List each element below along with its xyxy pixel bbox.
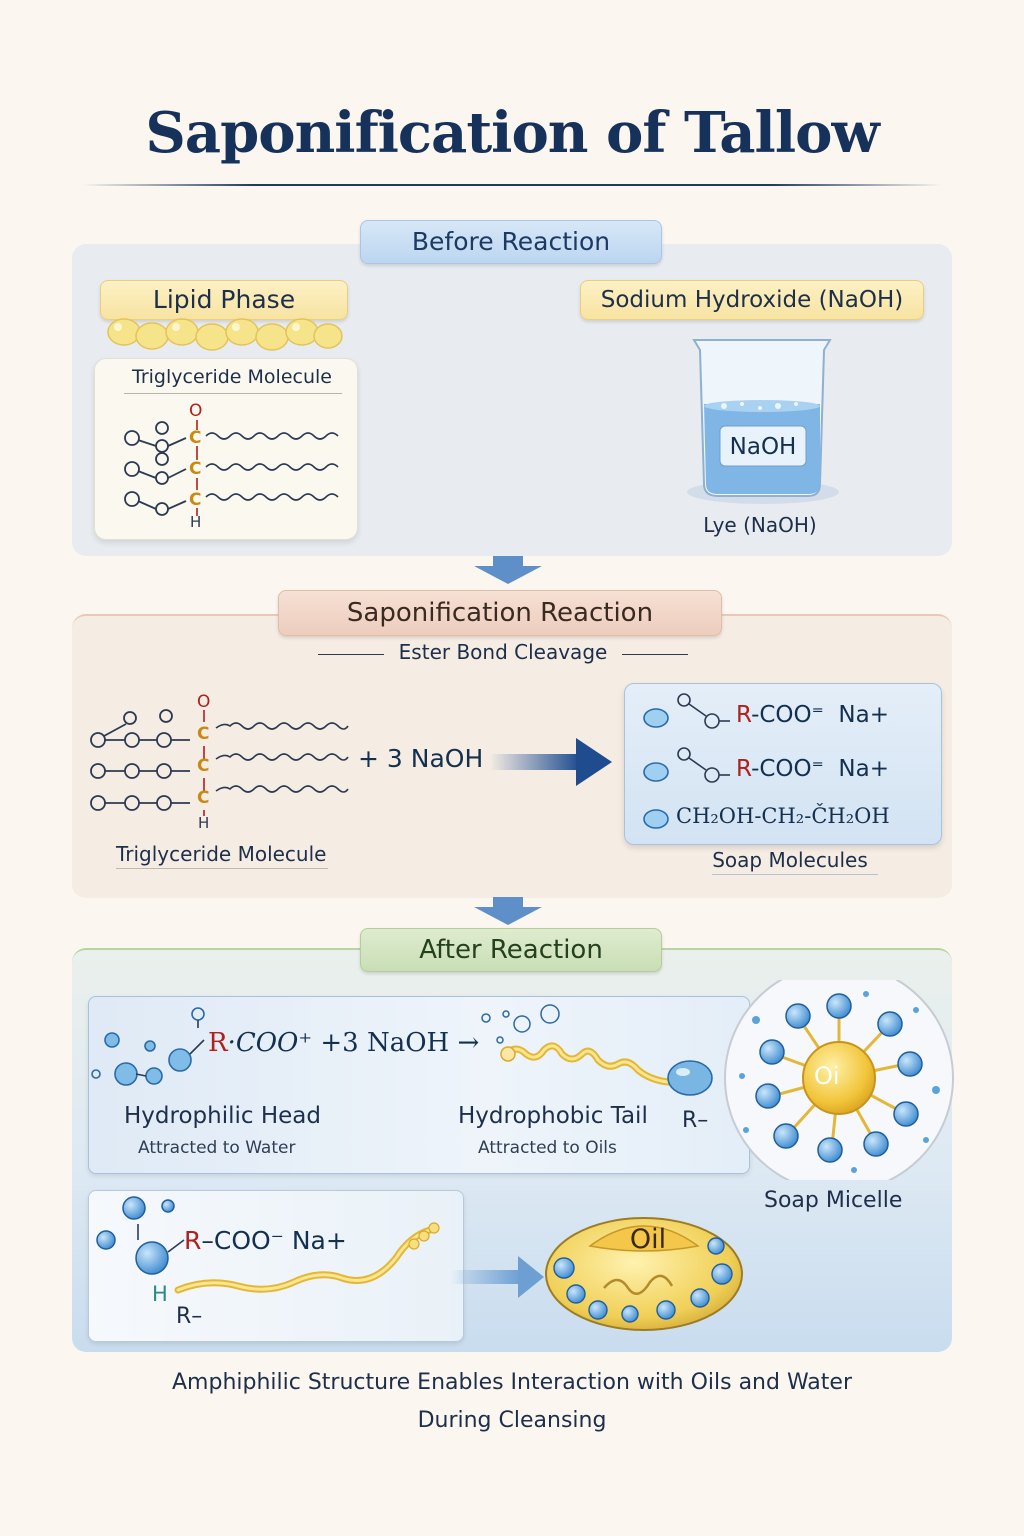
soap-molecule-formula: R–COO⁻ Na+ <box>184 1226 347 1255</box>
product-line-1: R-COO⁼ Na+ <box>736 702 889 728</box>
soap-molecules-underline <box>712 874 878 875</box>
reactant-naoh: + 3 NaOH <box>358 744 484 773</box>
flow-arrow-1-stem <box>493 556 523 566</box>
subheader-rule-left <box>318 654 384 655</box>
triglyceride-label-reaction: Triglyceride Molecule <box>116 842 327 866</box>
beaker-label: NaOH <box>729 434 797 460</box>
glycerol-line: CH₂OH-CH₂-ČH₂OH <box>676 804 890 828</box>
triglyceride-reaction-underline <box>116 868 328 869</box>
r-group-label-lower: R– <box>176 1304 203 1329</box>
caption-line-1: Amphiphilic Structure Enables Interactio… <box>172 1370 852 1395</box>
soap-micelle-graphic <box>724 980 954 1180</box>
hydrophobic-tail-graphic <box>481 1004 713 1096</box>
atom-o-before: O <box>189 401 203 421</box>
atom-o-reaction: O <box>197 692 211 712</box>
triglyceride-card <box>94 358 358 540</box>
hydrophilic-head-graphic <box>91 1007 205 1086</box>
reaction-header: Saponification Reaction <box>278 590 722 636</box>
triglyceride-structure-reaction <box>90 709 349 816</box>
flow-arrow-1 <box>474 566 542 584</box>
after-equation-r: R <box>208 1028 228 1058</box>
soap-molecules-label: Soap Molecules <box>712 848 868 872</box>
subheader-rule-right <box>622 654 688 655</box>
naoh-label: Sodium Hydroxide (NaOH) <box>580 280 924 320</box>
atom-c3-before: C <box>189 490 202 510</box>
amphiphile-card <box>88 996 750 1174</box>
flow-arrow-2-stem <box>493 897 523 907</box>
triglyceride-label-before: Triglyceride Molecule <box>132 366 332 388</box>
hydrophilic-head-sub: Attracted to Water <box>138 1138 296 1158</box>
reaction-arrow <box>490 738 612 786</box>
atom-c1-before: C <box>189 428 202 448</box>
hydrophobic-tail-label: Hydrophobic Tail <box>458 1103 648 1129</box>
beaker-icon <box>687 339 839 504</box>
product-1-r: R <box>736 702 752 728</box>
lipid-phase-label: Lipid Phase <box>100 280 348 320</box>
atom-c2-reaction: C <box>197 756 210 776</box>
triglyceride-underline <box>124 393 342 394</box>
title-divider <box>82 184 942 186</box>
product-1-na: Na+ <box>838 702 889 728</box>
soap-micelle-label: Soap Micelle <box>764 1188 903 1213</box>
triglyceride-structure-before <box>124 420 339 516</box>
product-2-na: Na+ <box>838 756 889 782</box>
soap-formula-r: R <box>184 1226 202 1255</box>
after-equation: R·COO⁺ +3 NaOH → <box>208 1028 479 1058</box>
atom-c1-reaction: C <box>197 724 210 744</box>
atom-c2-before: C <box>189 459 202 479</box>
fat-globules <box>107 318 343 351</box>
atom-h-before: H <box>190 513 202 531</box>
r-group-label-upper: R– <box>682 1108 709 1133</box>
soap-molecule-graphic <box>96 1196 440 1294</box>
product-2-coo: -COO⁼ <box>751 756 824 782</box>
product-line-2: R-COO⁼ Na+ <box>736 756 889 782</box>
oil-label: Oil <box>629 1224 667 1255</box>
products-card <box>624 683 942 845</box>
after-header: After Reaction <box>360 928 662 972</box>
atom-c3-reaction: C <box>197 788 210 808</box>
after-equation-naoh: +3 NaOH → <box>320 1028 480 1058</box>
soap-formula-coo: –COO⁻ Na+ <box>201 1226 347 1255</box>
atom-h-reaction: H <box>198 814 210 832</box>
oil-arrow <box>450 1256 544 1298</box>
product-2-r: R <box>736 756 752 782</box>
reaction-subheader: Ester Bond Cleavage <box>398 640 608 664</box>
caption-line-2: During Cleansing <box>417 1408 607 1433</box>
lye-label: Lye (NaOH) <box>703 513 817 537</box>
product-1-coo: -COO⁼ <box>751 702 824 728</box>
micelle-core-label: Oi <box>814 1062 840 1090</box>
product-head-icons <box>643 693 730 829</box>
page-title: Saponification of Tallow <box>145 100 879 166</box>
oil-droplet-graphic <box>545 1217 743 1331</box>
flow-arrow-2 <box>474 907 542 925</box>
hydrophobic-tail-sub: Attracted to Oils <box>478 1138 617 1158</box>
hydrophilic-head-label: Hydrophilic Head <box>124 1103 321 1129</box>
before-header: Before Reaction <box>360 220 662 264</box>
soap-molecule-h: H <box>152 1282 168 1306</box>
after-equation-coo: ·COO⁺ <box>227 1028 313 1058</box>
